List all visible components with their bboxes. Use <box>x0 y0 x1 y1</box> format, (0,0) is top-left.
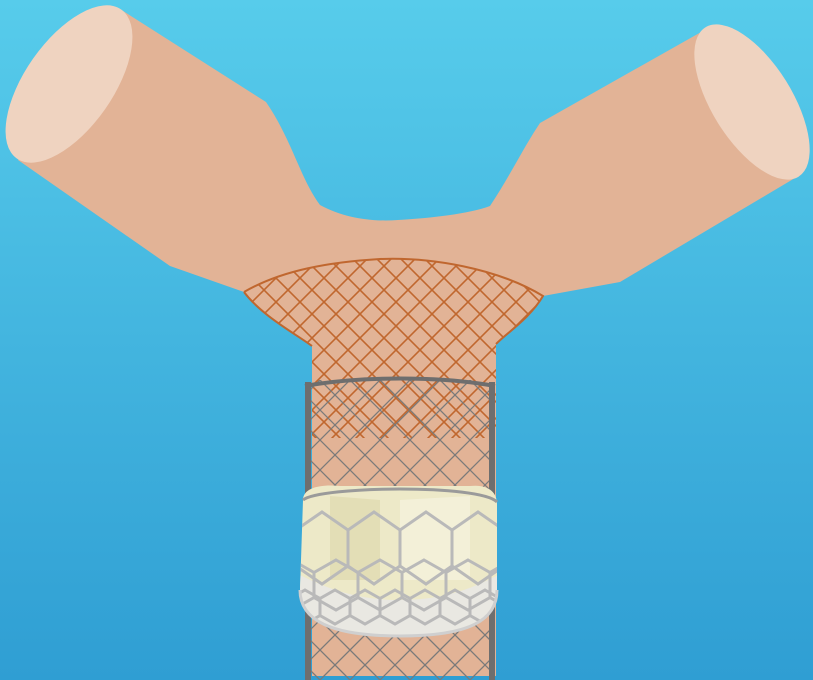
valve-leaflet-left <box>330 496 380 580</box>
